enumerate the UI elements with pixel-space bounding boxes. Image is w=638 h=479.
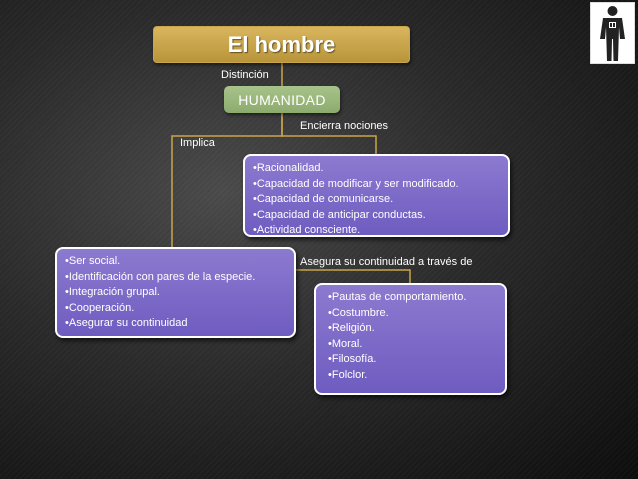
title-box: El hombre	[153, 26, 410, 63]
continuidad-item: •Costumbre.	[328, 306, 389, 319]
nociones-item: •Capacidad de comunicarse.	[253, 193, 394, 205]
continuidad-item: •Filosofía.	[328, 353, 377, 365]
implica-item: •Integración grupal.	[65, 286, 160, 298]
nociones-item: •Capacidad de modificar y ser modificado…	[253, 177, 459, 190]
continuidad-item: •Pautas de comportamiento.	[328, 291, 467, 303]
implica-item: •Identificación con pares de la especie.	[65, 270, 256, 283]
implica-item: •Asegurar su continuidad	[65, 317, 188, 329]
implica-item: •Ser social.	[65, 255, 121, 267]
edge-label-encierra: Encierra nociones	[300, 120, 389, 132]
human-figure-logo	[590, 2, 635, 64]
nociones-box: •Racionalidad. •Capacidad de modificar y…	[243, 154, 510, 237]
implica-box: •Ser social. •Identificación con pares d…	[55, 247, 296, 338]
implica-item: •Cooperación.	[65, 301, 135, 314]
edge-label-distincion: Distinción	[221, 69, 269, 81]
continuidad-item: •Religión.	[328, 322, 375, 334]
edge-label-asegura: Asegura su continuidad a través de	[300, 256, 473, 268]
human-figure-icon	[600, 6, 625, 61]
continuidad-item: •Folclor.	[328, 368, 368, 381]
continuidad-item: •Moral.	[328, 337, 363, 350]
continuidad-box: •Pautas de comportamiento. •Costumbre. •…	[314, 283, 507, 395]
edge-label-implica: Implica	[180, 137, 215, 149]
nociones-item: •Capacidad de anticipar conductas.	[253, 208, 426, 221]
nociones-item: •Racionalidad.	[253, 162, 324, 174]
central-node-humanidad: HUMANIDAD	[224, 86, 340, 113]
nociones-item: •Actividad consciente.	[253, 224, 361, 236]
connector-humanidad-implica	[171, 113, 283, 247]
